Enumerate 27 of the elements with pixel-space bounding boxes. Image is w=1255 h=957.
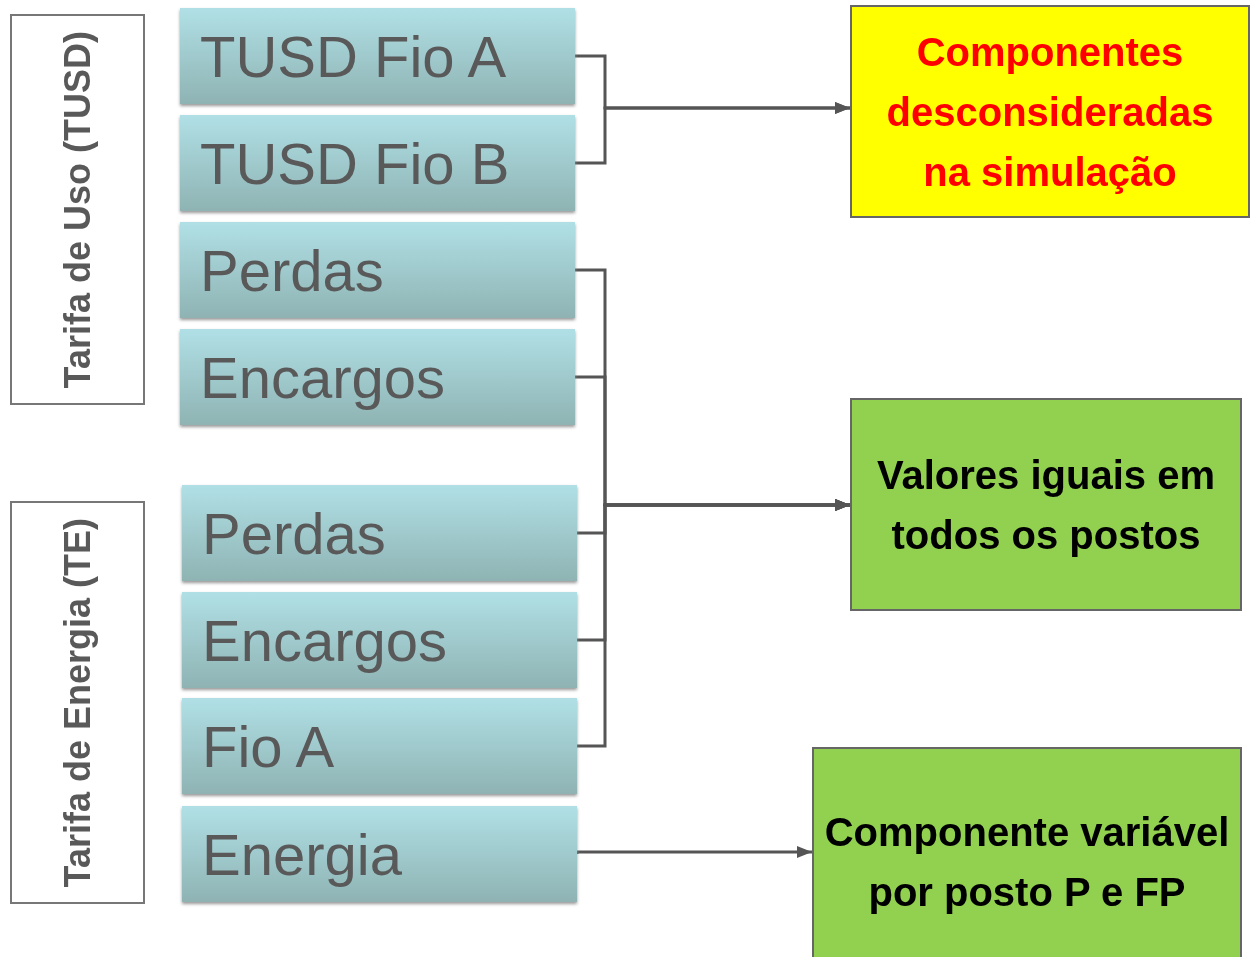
tariff-group-band xyxy=(10,14,145,405)
band-label: Tarifa de Uso (TUSD) xyxy=(56,30,99,389)
result-text: Componente variável por posto P e FP xyxy=(823,809,1231,916)
component-label: Perdas xyxy=(200,236,384,304)
result-box xyxy=(850,398,1242,611)
component-label: Encargos xyxy=(200,343,446,411)
tariff-component-bar xyxy=(182,698,577,794)
band-label: Tarifa de Energia (TE) xyxy=(56,517,99,888)
result-box xyxy=(850,5,1250,218)
component-label: Energia xyxy=(202,820,402,888)
component-label: Perdas xyxy=(202,499,386,567)
component-label: TUSD Fio A xyxy=(200,22,507,90)
tariff-component-bar xyxy=(182,485,577,581)
component-label: TUSD Fio B xyxy=(200,129,510,197)
arrow xyxy=(575,102,850,165)
result-box xyxy=(812,747,1242,957)
component-label: Fio A xyxy=(202,712,335,780)
tariff-component-bar xyxy=(180,329,575,425)
tariff-group-band xyxy=(10,501,145,904)
result-text: Valores iguais em todos os postos xyxy=(876,451,1216,559)
tariff-component-bar xyxy=(180,8,575,104)
tariff-component-bar xyxy=(180,222,575,318)
tariff-component-bar xyxy=(182,806,577,902)
tariff-component-bar xyxy=(182,592,577,688)
result-text: Componentes desconsideradas na simulação xyxy=(885,28,1215,196)
tariff-component-bar xyxy=(180,115,575,211)
component-label: Encargos xyxy=(202,606,448,674)
